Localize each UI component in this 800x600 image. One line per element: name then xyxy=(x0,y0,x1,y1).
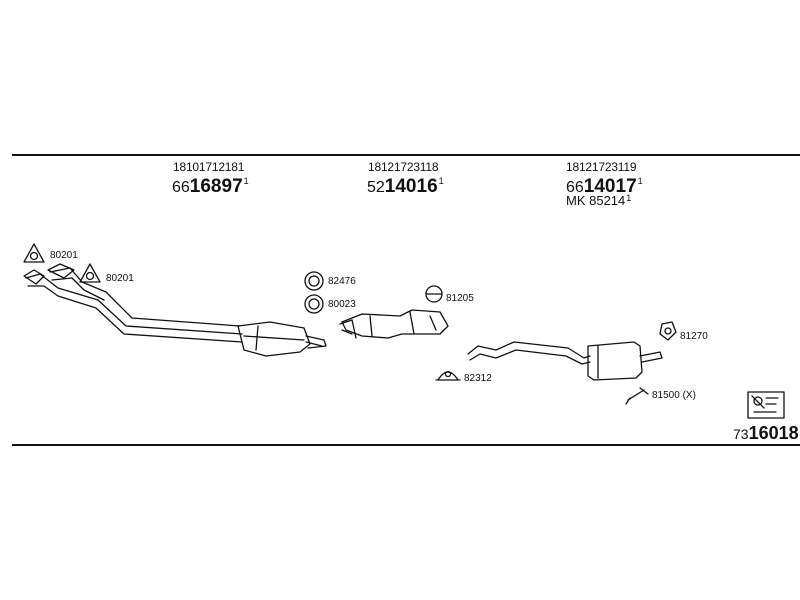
gasket-mid-icon xyxy=(79,263,101,283)
clamp-82312-icon xyxy=(435,370,461,381)
ring-82476-icon xyxy=(304,271,324,291)
part-number-2-mark: 1 xyxy=(438,176,444,186)
label-ring-1: 82476 xyxy=(328,276,356,287)
part-number-3-mark: 1 xyxy=(637,176,643,186)
gasket-top-icon xyxy=(23,243,45,263)
ring-80023-icon xyxy=(304,294,324,314)
part-number-1: 66168971 xyxy=(172,176,249,198)
label-clamp-2: 82312 xyxy=(464,373,492,384)
label-bolt: 81500 (X) xyxy=(652,390,696,401)
part-number-1-prefix: 66 xyxy=(172,179,190,196)
catalog-number: 7316018 xyxy=(733,423,799,444)
middle-pipe xyxy=(467,341,591,365)
part-number-2-prefix: 52 xyxy=(367,179,385,196)
part-number-1-mark: 1 xyxy=(243,176,249,186)
catalog-number-prefix: 73 xyxy=(733,426,749,442)
part-number-2-main: 14016 xyxy=(384,176,438,197)
clamp-81205-icon xyxy=(425,285,443,303)
top-rule xyxy=(12,154,800,156)
label-ring-2: 80023 xyxy=(328,299,356,310)
front-silencer xyxy=(237,321,327,357)
label-gasket-top: 80201 xyxy=(50,250,78,261)
rear-silencer xyxy=(587,341,663,381)
part-number-3: 66140171 xyxy=(566,176,643,198)
oem-number-2: 18121723118 xyxy=(368,160,439,174)
catalog-number-main: 16018 xyxy=(748,423,799,443)
part-number-3-prefix: 66 xyxy=(566,179,584,196)
oem-number-1: 18101712181 xyxy=(173,160,245,174)
label-hanger: 81270 xyxy=(680,331,708,342)
label-gasket-mid: 80201 xyxy=(106,273,134,284)
bolt-icon xyxy=(625,387,649,405)
mk-code-mark: 1 xyxy=(626,193,632,203)
label-clamp-1: 81205 xyxy=(446,293,474,304)
bottom-rule xyxy=(12,444,800,446)
mk-code-text: MK 85214 xyxy=(566,193,626,208)
centre-silencer xyxy=(339,309,449,339)
front-pipe xyxy=(23,263,243,343)
oem-number-3: 18121723119 xyxy=(566,160,637,174)
mk-code: MK 852141 xyxy=(566,193,631,208)
catalog-symbol-icon xyxy=(747,391,785,419)
part-number-2: 52140161 xyxy=(367,176,444,198)
hanger-81270-icon xyxy=(659,321,677,341)
part-number-1-main: 16897 xyxy=(189,176,243,197)
part-number-3-main: 14017 xyxy=(583,176,637,197)
